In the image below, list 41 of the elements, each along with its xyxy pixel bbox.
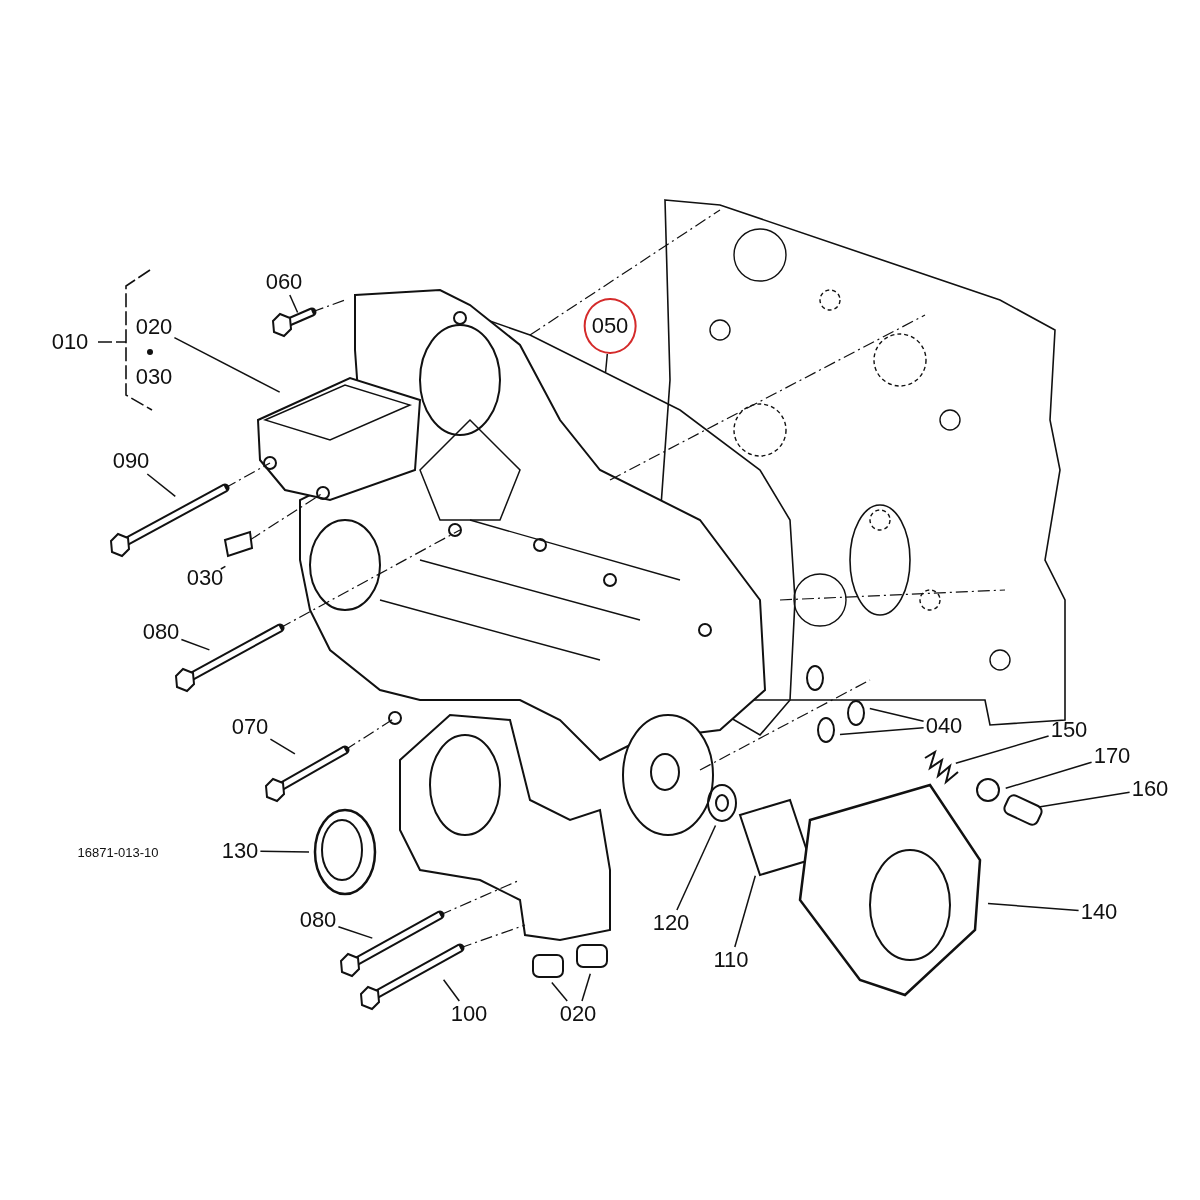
leader-line	[259, 850, 310, 853]
leader-line	[1004, 761, 1093, 790]
leader-line	[1038, 791, 1131, 808]
leader-line	[551, 981, 568, 1002]
callout-number: 170	[1091, 743, 1133, 769]
leader-line	[146, 473, 177, 498]
callout-number: 020	[557, 1001, 599, 1027]
callout-number: 070	[229, 714, 271, 740]
leader-line	[839, 726, 925, 736]
leader-line	[869, 707, 925, 722]
leader-line	[604, 353, 609, 373]
callout-number: 130	[219, 838, 261, 864]
callout-number: 100	[448, 1001, 490, 1027]
leader-line	[676, 824, 717, 911]
callout-number: 050	[583, 298, 637, 354]
callout-number: 140	[1078, 899, 1120, 925]
callout-number: 060	[263, 269, 305, 295]
callout-number: 150	[1048, 717, 1090, 743]
callout-number: 160	[1129, 776, 1171, 802]
leader-line	[734, 875, 757, 948]
callout-number: 040	[923, 713, 965, 739]
leader-line	[442, 979, 461, 1002]
callout-number: 120	[650, 910, 692, 936]
callout-number: 010	[50, 329, 90, 355]
callout-number: 110	[711, 947, 751, 973]
leader-line	[337, 926, 374, 939]
leader-line	[289, 294, 299, 314]
leader-line	[173, 336, 281, 393]
leader-line	[220, 565, 227, 570]
callout-number: 080	[297, 907, 339, 933]
leader-line	[269, 738, 296, 755]
callout-number: 030	[184, 565, 226, 591]
callout-number: 080	[140, 619, 182, 645]
leader-line	[180, 638, 211, 651]
callout-number: 090	[110, 448, 152, 474]
callout-number: 030	[134, 364, 174, 390]
leader-line	[987, 902, 1080, 912]
leader-line	[581, 972, 592, 1002]
drawing-number: 16871-013-10	[76, 844, 160, 862]
leader-line	[955, 735, 1050, 765]
callout-number: 020	[133, 314, 175, 340]
